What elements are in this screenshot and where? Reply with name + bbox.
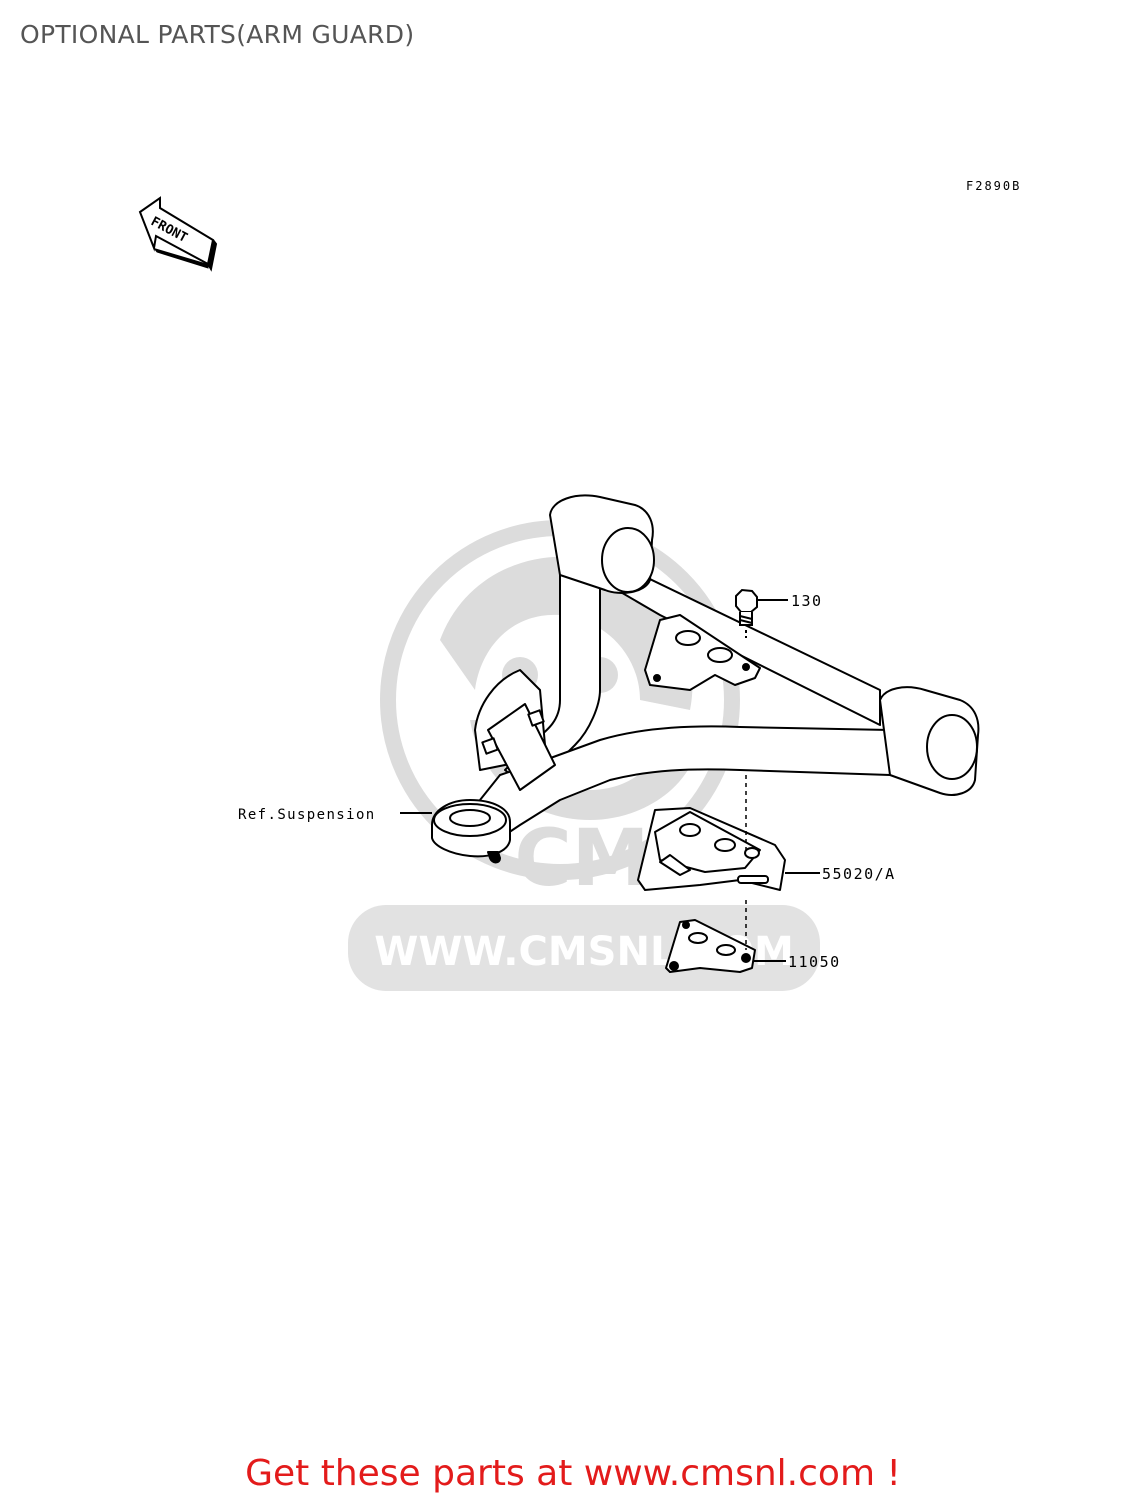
arm-guard-55020 bbox=[637, 807, 786, 891]
bolt-130-icon bbox=[735, 588, 758, 638]
footer-cta-link[interactable]: Get these parts at www.cmsnl.com ! bbox=[245, 1453, 901, 1494]
plate-11050 bbox=[665, 919, 756, 973]
figure-code: F2890B bbox=[966, 179, 1021, 193]
page-title: OPTIONAL PARTS(ARM GUARD) bbox=[20, 20, 415, 49]
callout-11050: 11050 bbox=[788, 953, 841, 971]
suspension-a-arm bbox=[431, 494, 980, 864]
callout-55020-a: 55020/A bbox=[822, 865, 896, 883]
front-arrow-icon: FRONT bbox=[138, 196, 218, 272]
callout-130: 130 bbox=[791, 592, 823, 610]
upper-bracket bbox=[644, 614, 761, 691]
callout-ref-suspension: Ref.Suspension bbox=[238, 807, 376, 823]
